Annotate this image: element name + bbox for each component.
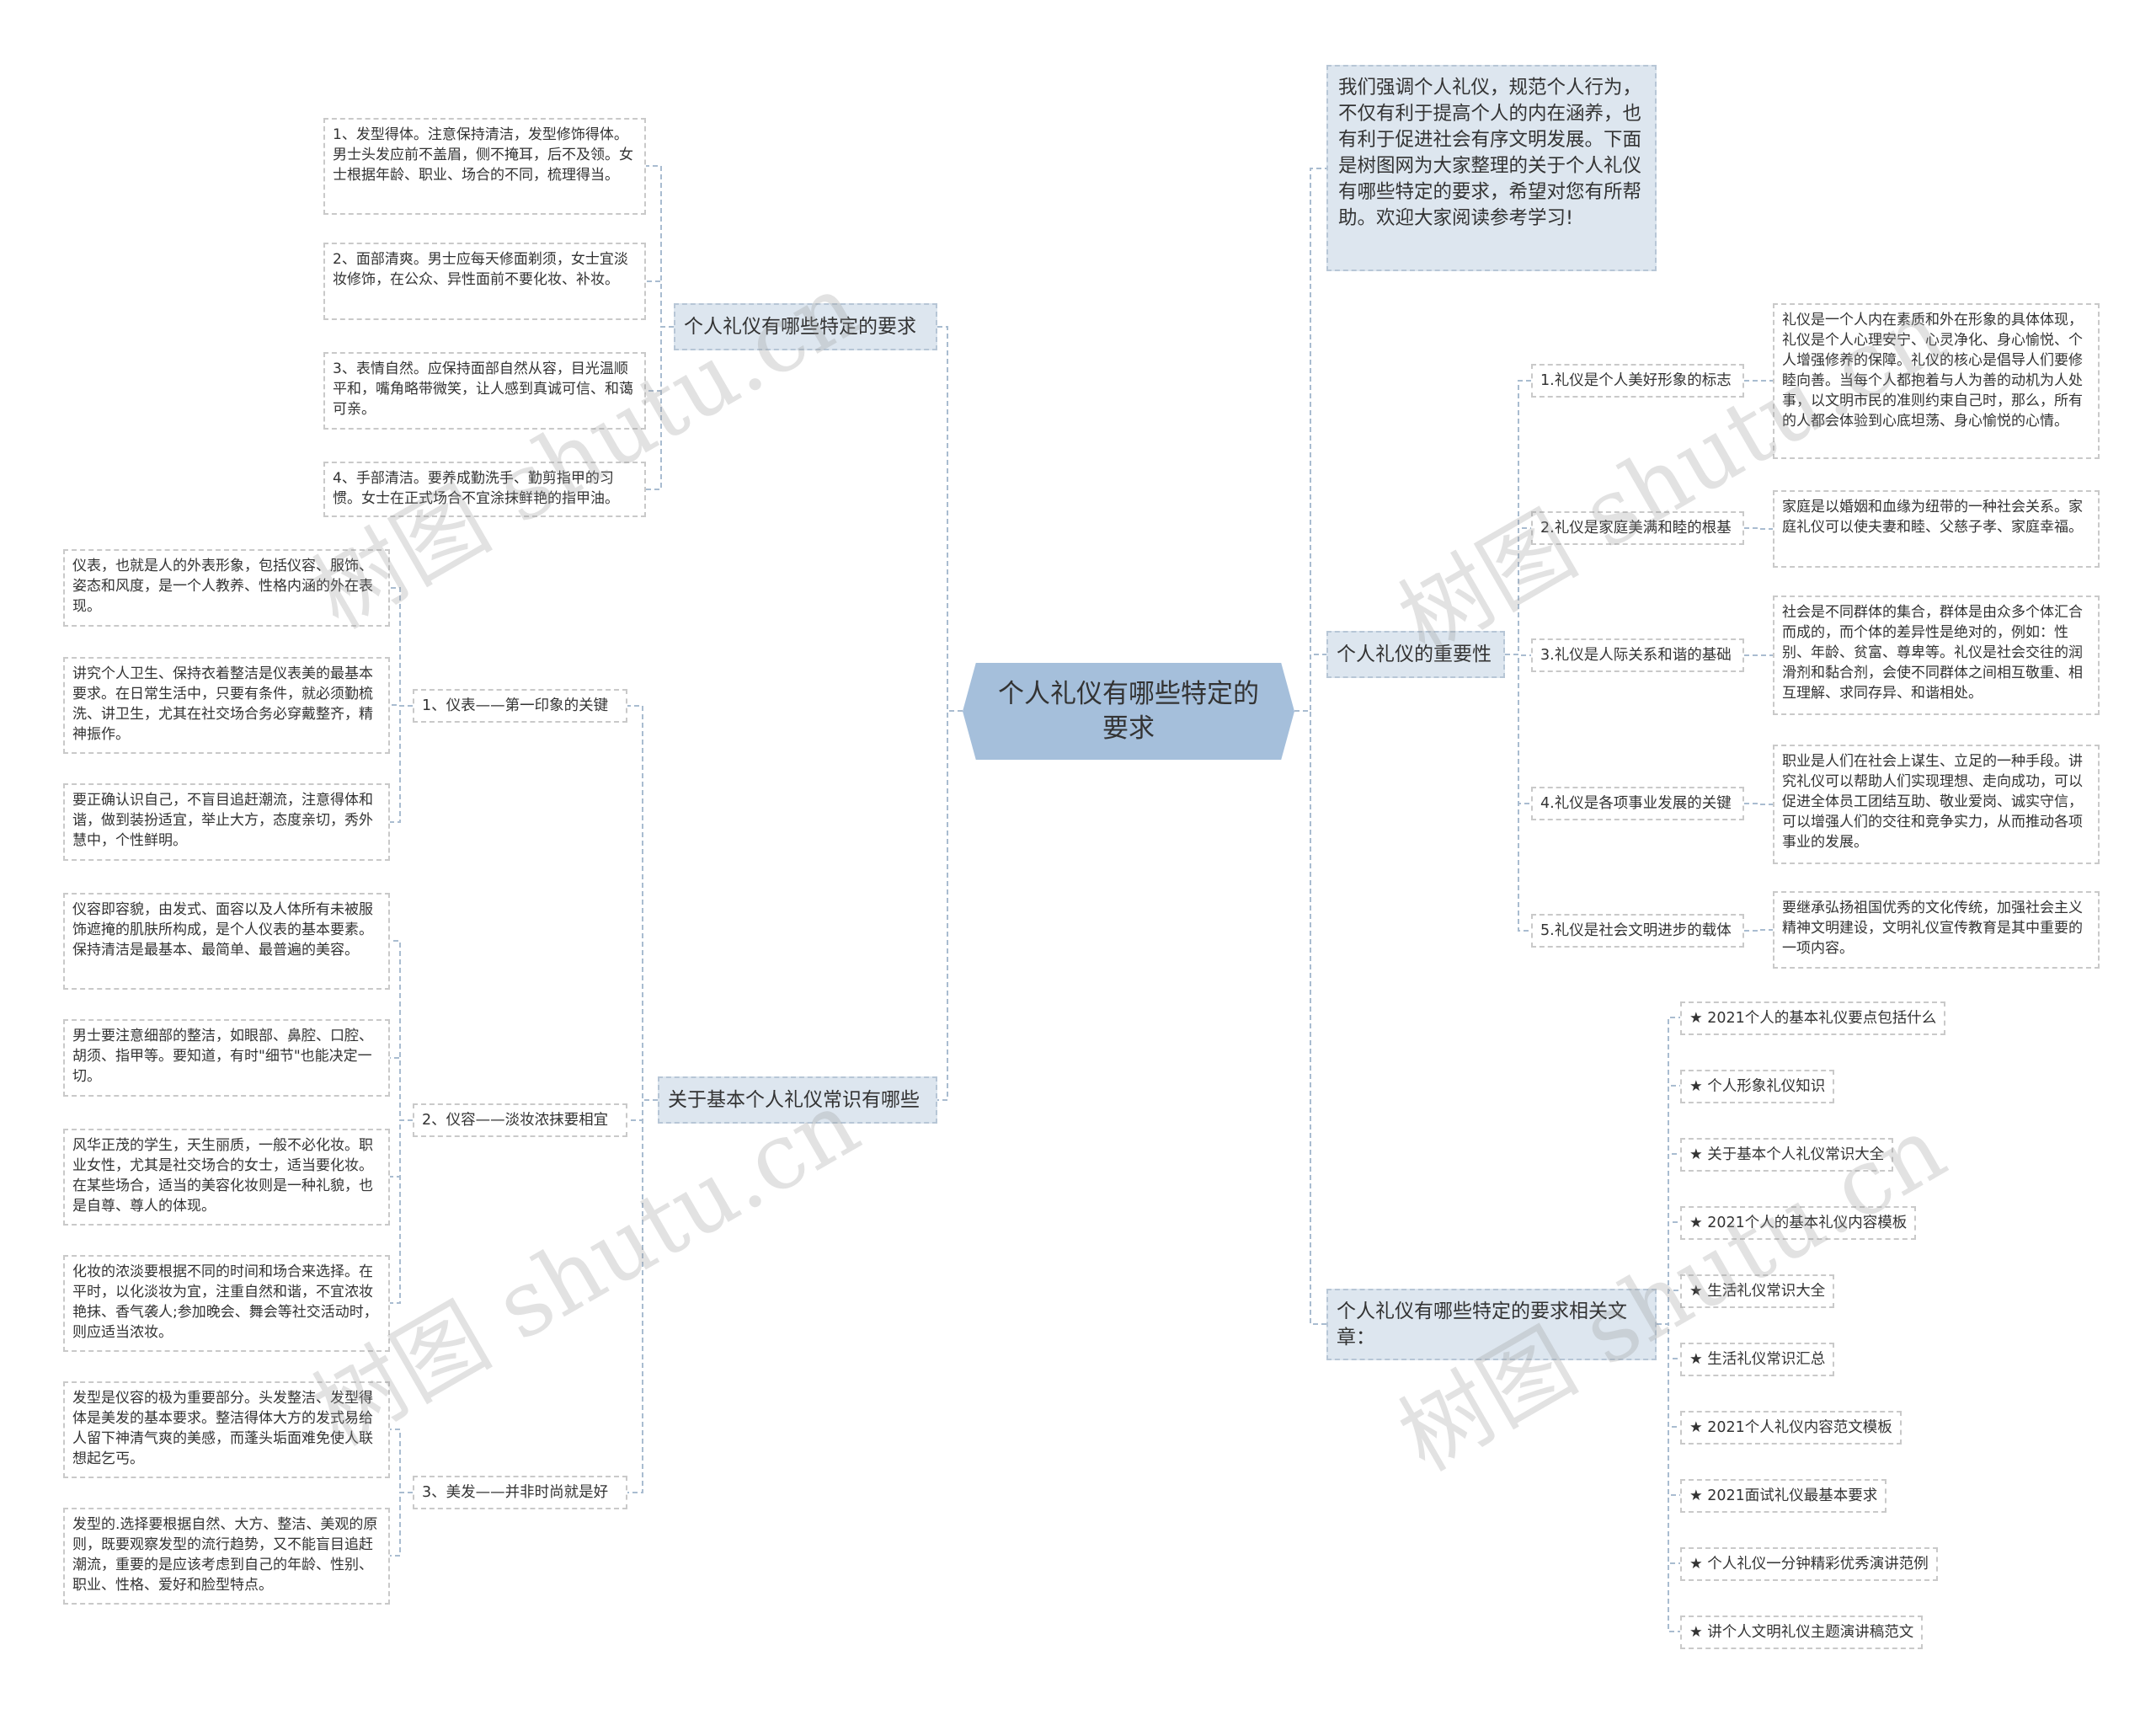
sub-appearance[interactable]: 1、仪表——第一印象的关键 <box>413 689 627 723</box>
leaf-appearance-3[interactable]: 要正确认识自己，不盲目追赶潮流，注意得体和谐，做到装扮适宜，举止大方，态度亲切，… <box>63 783 390 861</box>
link-item-detail-1 <box>1744 527 1773 530</box>
link-b1-leaf-2 <box>646 326 674 392</box>
link-sub3-leaf-1 <box>390 1492 413 1557</box>
link-item-detail-4 <box>1744 929 1773 932</box>
article-link[interactable]: ★ 生活礼仪常识大全 <box>1680 1274 1835 1308</box>
sub-hairstyle[interactable]: 3、美发——并非时尚就是好 <box>413 1476 627 1509</box>
link-article-9 <box>1657 1323 1680 1632</box>
link-imp-item-1 <box>1505 527 1531 655</box>
article-link[interactable]: ★ 讲个人文明礼仪主题演讲稿范文 <box>1680 1616 1924 1649</box>
link-sub2-leaf-3 <box>390 1119 413 1304</box>
article-link[interactable]: ★ 生活礼仪常识汇总 <box>1680 1343 1835 1376</box>
importance-item-2[interactable]: 2.礼仪是家庭美满和睦的根基 <box>1531 511 1744 545</box>
leaf-hairstyle-2[interactable]: 发型的.选择要根据自然、大方、整洁、美观的原则，既要观察发型的流行趋势，又不能盲… <box>63 1508 390 1605</box>
root-topic[interactable]: 个人礼仪有哪些特定的要求 <box>963 663 1294 760</box>
branch-importance[interactable]: 个人礼仪的重要性 <box>1326 631 1505 678</box>
branch-basic-etiquette[interactable]: 关于基本个人礼仪常识有哪些 <box>658 1076 937 1124</box>
leaf-grooming-4[interactable]: 化妆的浓淡要根据不同的时间和场合来选择。在平时，以化淡妆为宜，注重自然和谐，不宜… <box>63 1255 390 1352</box>
importance-detail-5[interactable]: 要继承弘扬祖国优秀的文化传统，加强社会主义精神文明建设，文明礼仪宣传教育是其中重… <box>1773 891 2100 969</box>
link-sub2-leaf-0 <box>390 940 413 1121</box>
leaf-grooming-1[interactable]: 仪容即容貌，由发式、面容以及人体所有未被服饰遮掩的肌肤所构成，是个人仪表的基本要… <box>63 893 390 990</box>
leaf-grooming-3[interactable]: 风华正茂的学生，天生丽质，一般不必化妆。职业女性，尤其是社交场合的女士，适当要化… <box>63 1129 390 1226</box>
article-link[interactable]: ★ 个人礼仪一分钟精彩优秀演讲范例 <box>1680 1547 1938 1581</box>
link-article-3 <box>1657 1221 1680 1325</box>
branch-related-articles[interactable]: 个人礼仪有哪些特定的要求相关文章： <box>1326 1289 1657 1360</box>
link-imp-item-4 <box>1505 654 1531 932</box>
leaf-appearance-2[interactable]: 讲究个人卫生、保持衣着整洁是仪表美的最基本要求。在日常生活中，只要有条件，就必须… <box>63 657 390 754</box>
branch-requirements[interactable]: 个人礼仪有哪些特定的要求 <box>674 303 937 350</box>
link-root-b2 <box>937 710 963 1101</box>
article-link[interactable]: ★ 2021个人礼仪内容范文模板 <box>1680 1411 1902 1445</box>
article-link[interactable]: ★ 2021个人的基本礼仪要点包括什么 <box>1680 1001 1946 1035</box>
article-link[interactable]: ★ 2021个人的基本礼仪内容模板 <box>1680 1206 1917 1240</box>
link-sub3-leaf-0 <box>390 1429 413 1493</box>
leaf-face[interactable]: 2、面部清爽。男士应每天修面剃须，女士宜淡妆修饰，在公众、异性面前不要化妆、补妆… <box>323 243 646 320</box>
link-article-4 <box>1657 1290 1680 1325</box>
leaf-hair[interactable]: 1、发型得体。注意保持清洁，发型修饰得体。男士头发应前不盖眉，侧不掩耳，后不及领… <box>323 118 646 215</box>
link-sub2-leaf-2 <box>390 1119 413 1178</box>
article-link[interactable]: ★ 2021面试礼仪最基本要求 <box>1680 1479 1887 1513</box>
article-link[interactable]: ★ 关于基本个人礼仪常识大全 <box>1680 1138 1894 1172</box>
leaf-hands[interactable]: 4、手部清洁。要养成勤洗手、勤剪指甲的习惯。女士在正式场合不宜涂抹鲜艳的指甲油。 <box>323 462 646 517</box>
importance-detail-3[interactable]: 社会是不同群体的集合，群体是由众多个体汇合而成的，而个体的差异性是绝对的，例如：… <box>1773 595 2100 715</box>
importance-detail-2[interactable]: 家庭是以婚姻和血缘为纽带的一种社会关系。家庭礼仪可以使夫妻和睦、父慈子孝、家庭幸… <box>1773 490 2100 568</box>
importance-item-5[interactable]: 5.礼仪是社会文明进步的载体 <box>1531 914 1744 948</box>
link-root-intro <box>1294 168 1326 712</box>
leaf-hairstyle-1[interactable]: 发型是仪容的极为重要部分。头发整洁、发型得体是美发的基本要求。整洁得体大方的发式… <box>63 1381 390 1478</box>
importance-detail-4[interactable]: 职业是人们在社会上谋生、立足的一种手段。讲究礼仪可以帮助人们实现理想、走向成功，… <box>1773 745 2100 864</box>
link-sub1-leaf-0 <box>390 587 413 707</box>
link-sub2-leaf-1 <box>390 1057 413 1121</box>
link-b2-sub-2 <box>627 1099 658 1493</box>
link-root-importance <box>1294 654 1326 712</box>
leaf-grooming-2[interactable]: 男士要注意细部的整洁，如眼部、鼻腔、口腔、胡须、指甲等。要知道，有时"细节"也能… <box>63 1019 390 1097</box>
link-root-b1 <box>937 326 963 712</box>
article-link[interactable]: ★ 个人形象礼仪知识 <box>1680 1070 1835 1103</box>
intro-text[interactable]: 我们强调个人礼仪，规范个人行为，不仅有利于提高个人的内在涵养，也有利于促进社会有… <box>1326 65 1657 271</box>
link-b1-leaf-1 <box>646 280 674 328</box>
sub-grooming[interactable]: 2、仪容——淡妆浓抹要相宜 <box>413 1103 627 1137</box>
leaf-appearance-1[interactable]: 仪表，也就是人的外表形象，包括仪容、服饰、姿态和风度，是一个人教养、性格内涵的外… <box>63 549 390 627</box>
importance-detail-1[interactable]: 礼仪是一个人内在素质和外在形象的具体体现，礼仪是个人心理安宁、心灵净化、身心愉悦… <box>1773 303 2100 459</box>
link-root-related <box>1294 710 1326 1325</box>
link-b1-leaf-0 <box>646 165 674 328</box>
link-b1-leaf-3 <box>646 326 674 490</box>
importance-item-3[interactable]: 3.礼仪是人际关系和谐的基础 <box>1531 638 1744 672</box>
importance-item-4[interactable]: 4.礼仪是各项事业发展的关键 <box>1531 787 1744 820</box>
importance-item-1[interactable]: 1.礼仪是个人美好形象的标志 <box>1531 364 1744 398</box>
leaf-expression[interactable]: 3、表情自然。应保持面部自然从容，目光温顺平和，嘴角略带微笑，让人感到真诚可信、… <box>323 352 646 430</box>
link-sub1-leaf-2 <box>390 705 413 823</box>
link-b2-sub-0 <box>627 705 658 1101</box>
